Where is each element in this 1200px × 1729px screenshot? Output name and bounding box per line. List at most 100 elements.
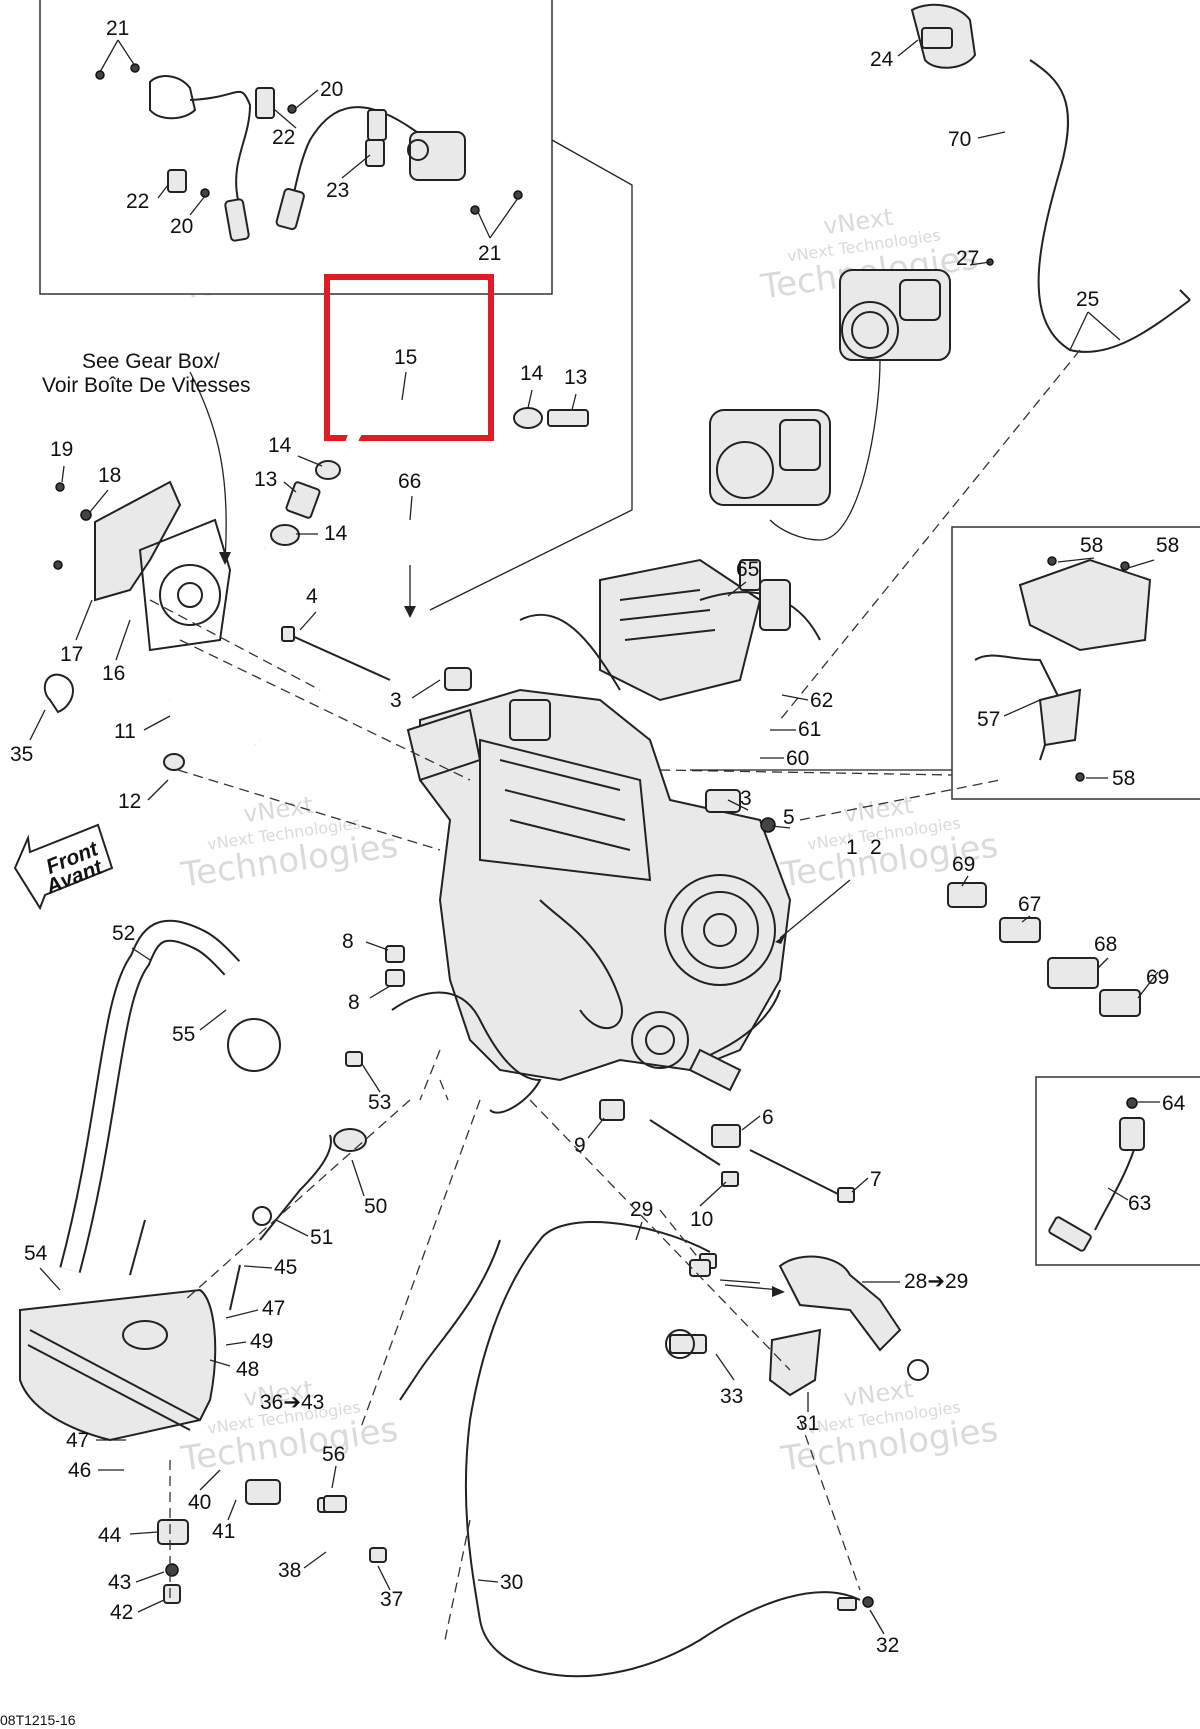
label-18: 18: [98, 464, 121, 487]
label-58-top-right: 58: [1156, 534, 1179, 557]
sprocket-cover: [43, 480, 232, 714]
label-31: 31: [796, 1412, 819, 1435]
label-13-right: 13: [564, 366, 587, 389]
label-14-right: 14: [520, 362, 544, 385]
label-3-lower: 3: [740, 787, 752, 810]
label-43: 43: [108, 1571, 131, 1594]
label-33: 33: [720, 1385, 743, 1408]
label-5: 5: [783, 806, 795, 829]
label-69-top: 69: [952, 853, 975, 876]
label-66: 66: [398, 470, 421, 493]
ignition-coil-detail: [95, 63, 523, 242]
hardware: [129, 626, 1141, 1604]
label-8-upper: 8: [342, 930, 354, 953]
oil-tank: [19, 1128, 367, 1442]
label-23: 23: [326, 179, 349, 202]
label-16: 16: [102, 662, 125, 685]
label-55: 55: [172, 1023, 195, 1046]
label-46: 46: [68, 1459, 91, 1482]
relation-lines: [149, 599, 1001, 1641]
label-14-upper: 14: [268, 434, 292, 457]
label-47-right: 47: [262, 1297, 285, 1320]
label-49: 49: [250, 1330, 273, 1353]
label-19: 19: [50, 438, 73, 461]
part-labels: 21 20 22 22 20 23 21 24 70 27 25 15 14 1…: [10, 17, 1186, 1657]
watermark-middle-left: vNext vNext Technologies Technologies: [178, 791, 401, 896]
label-13-left: 13: [254, 468, 277, 491]
gearbox-note-en: See Gear Box/: [82, 350, 220, 373]
label-21-bottom: 21: [478, 242, 501, 265]
bracket-detail: [974, 556, 1152, 782]
label-60: 60: [786, 747, 809, 770]
highlight-box: [324, 274, 494, 441]
label-11: 11: [114, 720, 136, 743]
label-9: 9: [574, 1134, 586, 1157]
arrows: [189, 371, 851, 1297]
label-8-lower: 8: [348, 991, 360, 1014]
drawing-code: 08T1215-16: [0, 1712, 76, 1728]
label-17: 17: [60, 643, 83, 666]
label-4: 4: [306, 585, 318, 608]
engine-block: [406, 558, 821, 1082]
label-62: 62: [810, 689, 833, 712]
label-1: 1: [846, 836, 858, 859]
gearbox-note-fr: Voir Boîte De Vitesses: [42, 374, 251, 397]
label-67: 67: [1018, 893, 1041, 916]
label-22-right: 22: [272, 126, 295, 149]
label-45: 45: [274, 1256, 297, 1279]
label-22-left: 22: [126, 190, 149, 213]
label-6: 6: [762, 1106, 774, 1129]
label-64: 64: [1162, 1092, 1186, 1115]
label-61: 61: [798, 718, 821, 741]
label-12: 12: [118, 790, 141, 813]
front-arrow: Front Avant: [13, 823, 114, 911]
label-30: 30: [500, 1571, 523, 1594]
label-3-upper: 3: [390, 689, 402, 712]
label-28-29: 28➔29: [904, 1270, 968, 1293]
label-27: 27: [956, 247, 979, 270]
label-7: 7: [870, 1168, 882, 1191]
label-63: 63: [1128, 1192, 1151, 1215]
label-15: 15: [394, 346, 417, 369]
label-29: 29: [630, 1198, 653, 1221]
leader-lines: [29, 39, 1160, 1635]
label-36-43: 36➔43: [260, 1391, 324, 1414]
label-14-lower: 14: [324, 522, 348, 545]
gear-shift: [688, 989, 1145, 1252]
label-25: 25: [1076, 288, 1099, 311]
label-10: 10: [690, 1208, 713, 1231]
label-24: 24: [870, 48, 894, 71]
label-58-top-left: 58: [1080, 534, 1103, 557]
label-68: 68: [1094, 933, 1117, 956]
label-50: 50: [364, 1195, 387, 1218]
label-21-top: 21: [106, 17, 129, 40]
label-42: 42: [110, 1601, 133, 1624]
ignition-coil-detail-frame: [39, 0, 553, 295]
label-2: 2: [870, 836, 882, 859]
label-58-bottom: 58: [1112, 767, 1135, 790]
label-69-bottom: 69: [1146, 966, 1169, 989]
label-48: 48: [236, 1358, 259, 1381]
label-41: 41: [212, 1520, 235, 1543]
label-47-left: 47: [66, 1429, 89, 1452]
label-54: 54: [24, 1242, 48, 1265]
label-56: 56: [322, 1443, 345, 1466]
label-20-bottom: 20: [170, 215, 193, 238]
label-57: 57: [977, 708, 1000, 731]
label-70: 70: [948, 128, 971, 151]
label-20-top: 20: [320, 78, 343, 101]
label-32: 32: [876, 1634, 899, 1657]
label-44: 44: [98, 1524, 122, 1547]
label-37: 37: [380, 1588, 403, 1611]
label-38: 38: [278, 1559, 301, 1582]
label-51: 51: [310, 1226, 333, 1249]
throttle-body: [709, 3, 994, 541]
coolant-hoses: [163, 398, 589, 771]
label-40: 40: [188, 1491, 211, 1514]
label-52: 52: [112, 922, 135, 945]
label-65: 65: [736, 558, 759, 581]
label-53: 53: [368, 1091, 391, 1114]
label-35: 35: [10, 743, 33, 766]
oil-hoses: [59, 919, 542, 1273]
